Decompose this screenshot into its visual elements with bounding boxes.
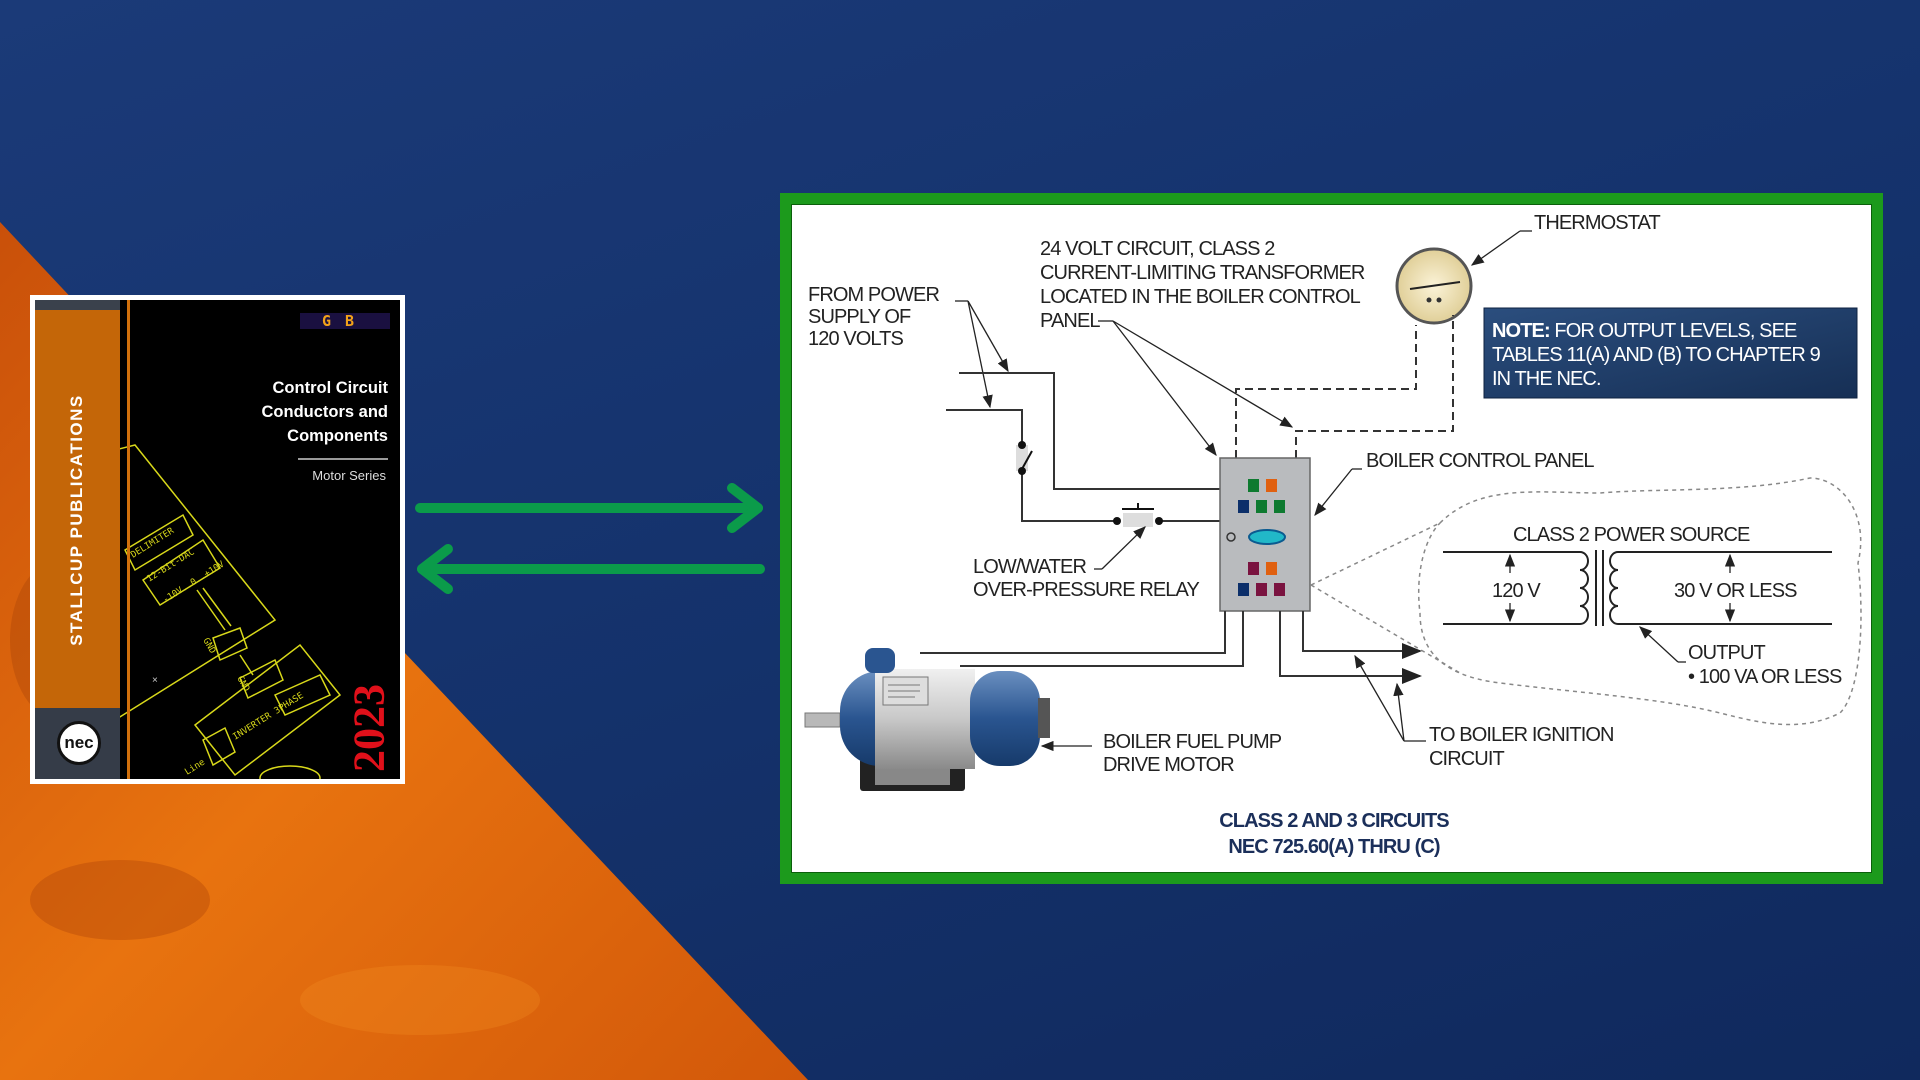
label-transformer-line: LOCATED IN THE BOILER CONTROL — [1040, 286, 1361, 308]
caption-line: NEC 725.60(A) THRU (C) — [1228, 836, 1440, 858]
bidirectional-arrows — [415, 483, 765, 594]
transformer-symbol — [1443, 550, 1832, 626]
label-transformer-line: CURRENT-LIMITING TRANSFORMER — [1040, 262, 1365, 284]
diagram-frame: THERMOSTAT 24 VOLT CIRCUIT, CLASS 2 CURR… — [780, 193, 1883, 884]
label-power-supply-line: SUPPLY OF — [808, 306, 911, 328]
arrow-right-icon — [415, 483, 763, 533]
book-title-line: Conductors and — [261, 403, 389, 421]
label-relay-line: OVER-PRESSURE RELAY — [973, 579, 1199, 601]
book-title-line: Control Circuit — [272, 379, 389, 397]
title-separator — [298, 458, 388, 460]
caption-line: CLASS 2 AND 3 CIRCUITS — [1219, 810, 1449, 832]
label-output-voltage: 30 V OR LESS — [1674, 580, 1797, 602]
schematic-label-line: Line — [183, 758, 207, 778]
book-title-line: Components — [287, 427, 388, 445]
power-wiring — [946, 372, 1220, 522]
label-power-supply-line: FROM POWER — [808, 284, 939, 306]
schematic-illustration: DELIMITER 12-Bit-DAC -10V..0..+10V GND G… — [35, 444, 342, 779]
label-motor-line: BOILER FUEL PUMP — [1103, 731, 1282, 753]
orange-divider — [127, 300, 130, 779]
publisher-name: STALLCUP PUBLICATIONS — [67, 394, 86, 646]
note-line: IN THE NEC. — [1492, 368, 1601, 390]
switch-icon — [1016, 441, 1033, 475]
schematic-label-gnd2: GND — [234, 675, 251, 694]
label-transformer-line: PANEL — [1040, 310, 1100, 332]
note-line: NOTE: FOR OUTPUT LEVELS, SEE — [1492, 320, 1797, 342]
motor-icon — [804, 648, 1050, 791]
book-series: Motor Series — [312, 468, 386, 483]
nec-logo: nec — [57, 721, 101, 765]
book-spine: STALLCUP PUBLICATIONS — [35, 310, 120, 708]
book-title: Control Circuit Conductors and Component… — [262, 376, 389, 448]
control-panel-icon — [1219, 457, 1311, 612]
book-year: 2023 — [344, 684, 394, 772]
label-ignition-line: CIRCUIT — [1429, 748, 1504, 770]
x-mark: × — [152, 675, 158, 686]
book-cover-inner: DELIMITER 12-Bit-DAC -10V..0..+10V GND G… — [35, 300, 400, 779]
power-source-callout — [1310, 477, 1862, 726]
label-output-line: OUTPUT — [1688, 642, 1766, 664]
label-power-source: CLASS 2 POWER SOURCE — [1513, 524, 1750, 546]
book-cover: DELIMITER 12-Bit-DAC -10V..0..+10V GND G… — [30, 295, 405, 784]
label-output-line: • 100 VA OR LESS — [1688, 666, 1842, 688]
label-thermostat: THERMOSTAT — [1534, 212, 1660, 234]
label-motor-line: DRIVE MOTOR — [1103, 754, 1234, 776]
label-input-voltage: 120 V — [1492, 580, 1541, 602]
note-box: NOTE: FOR OUTPUT LEVELS, SEE TABLES 11(A… — [1483, 307, 1858, 399]
label-transformer-line: 24 VOLT CIRCUIT, CLASS 2 — [1040, 238, 1275, 260]
label-control-panel: BOILER CONTROL PANEL — [1366, 450, 1594, 472]
note-line: TABLES 11(A) AND (B) TO CHAPTER 9 — [1492, 344, 1821, 366]
spine-top-strip — [35, 300, 120, 310]
ignition-wiring — [1279, 611, 1422, 684]
thermostat-wiring — [1235, 315, 1454, 458]
relay-icon — [1113, 503, 1163, 527]
label-relay-line: LOW/WATER — [973, 556, 1086, 578]
schematic-label-inverter: INVERTER 3PHASE — [231, 691, 305, 743]
thermostat-icon — [1395, 247, 1473, 325]
motor-wiring — [920, 611, 1244, 667]
label-ignition-line: TO BOILER IGNITION — [1429, 724, 1614, 746]
schematic-label-gnd1: GND — [200, 637, 217, 656]
circuit-diagram: THERMOSTAT 24 VOLT CIRCUIT, CLASS 2 CURR… — [804, 212, 1862, 858]
label-power-supply-line: 120 VOLTS — [808, 328, 903, 350]
arrow-left-icon — [417, 544, 765, 594]
gb-logo: GB — [300, 313, 390, 329]
